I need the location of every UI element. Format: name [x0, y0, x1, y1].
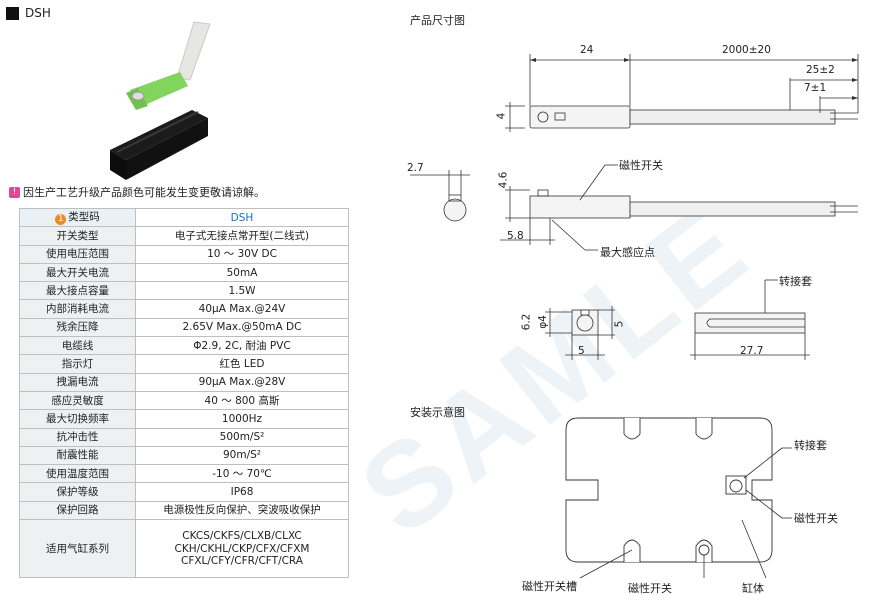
product-photo — [110, 21, 211, 180]
spec-value: 50mA — [135, 262, 349, 283]
cylinder-line: CKH/CKHL/CKP/CFX/CFXM — [174, 542, 310, 555]
spec-value: Φ2.9, 2C, 耐油 PVC — [135, 336, 349, 356]
number-badge: 1 — [55, 213, 67, 225]
pink-notice-icon: ! — [9, 186, 20, 198]
label-adapter-sleeve: 转接套 — [779, 275, 812, 288]
spec-label: 适用气缸系列 — [19, 519, 136, 579]
table-row: 保护回路电源极性反向保护、突波吸收保护 — [19, 500, 349, 521]
dim-24: 24 — [580, 44, 594, 56]
dim-5-8: 5.8 — [507, 230, 524, 242]
notice-text: 因生产工艺升级产品颜色可能发生变更敬请谅解。 — [23, 186, 265, 199]
spec-label: 保护等级 — [19, 482, 136, 502]
spec-label: 使用电压范围 — [19, 244, 136, 264]
spec-value: 1.5W — [135, 281, 349, 301]
table-row: 使用温度范围-10 ～ 70℃ — [19, 464, 349, 484]
table-row: 适用气缸系列 CKCS/CKFS/CLXB/CLXC CKH/CKHL/CKP/… — [19, 519, 349, 579]
install-label-cylinder-body: 缸体 — [742, 582, 764, 595]
spec-value: 90μA Max.@28V — [135, 372, 349, 392]
install-label-magnetic-switch-bottom: 磁性开关 — [628, 582, 672, 595]
dim-4-6: 4.6 — [497, 171, 510, 189]
spec-value: 10 ～ 30V DC — [135, 244, 349, 264]
spec-value: 红色 LED — [135, 354, 349, 374]
install-label-magnetic-switch-right: 磁性开关 — [794, 512, 838, 525]
spec-value: DSH — [135, 207, 349, 228]
install-label-adapter-sleeve: 转接套 — [794, 439, 827, 452]
section-header: DSH — [6, 6, 51, 20]
spec-label: 抗冲击性 — [19, 427, 136, 447]
spec-label: 保护回路 — [19, 500, 136, 521]
spec-label: 电缆线 — [19, 336, 136, 356]
header-square-icon — [6, 6, 19, 20]
spec-value: 电源极性反向保护、突波吸收保护 — [135, 500, 349, 521]
cylinder-line: CFXL/CFY/CFR/CFT/CRA — [180, 554, 303, 567]
install-label-switch-groove: 磁性开关槽 — [522, 580, 577, 593]
spec-label: 最大开关电流 — [19, 262, 136, 283]
dimension-drawing-title: 产品尺寸图 — [410, 14, 465, 27]
dimension-drawing — [410, 54, 859, 360]
label-magnetic-switch: 磁性开关 — [619, 159, 663, 172]
table-row: 指示灯红色 LED — [19, 354, 349, 374]
spec-value: CKCS/CKFS/CLXB/CLXC CKH/CKHL/CKP/CFX/CFX… — [135, 519, 349, 579]
dim-5-right: 5 — [613, 320, 626, 328]
spec-label: 拽漏电流 — [19, 372, 136, 392]
spec-label: 最大接点容量 — [19, 281, 136, 301]
label-max-sensing-point: 最大感应点 — [600, 246, 655, 259]
spec-label: 最大切换频率 — [19, 409, 136, 429]
spec-label: 耐震性能 — [19, 445, 136, 466]
spec-value: 1000Hz — [135, 409, 349, 429]
dim-7: 7±1 — [804, 82, 827, 94]
dim-5-bottom: 5 — [578, 345, 585, 357]
spec-value: 电子式无接点常开型(二线式) — [135, 226, 349, 246]
spec-label: 残余压降 — [19, 317, 136, 338]
spec-value: 90m/S² — [135, 445, 349, 466]
spec-label: 内部消耗电流 — [19, 299, 136, 319]
cylinder-line: CKCS/CKFS/CLXB/CLXC — [182, 530, 302, 543]
spec-value: 500m/S² — [135, 427, 349, 447]
spec-label: 感应灵敏度 — [19, 390, 136, 411]
spec-value: 2.65V Max.@50mA DC — [135, 317, 349, 338]
spec-value: IP68 — [135, 482, 349, 502]
dim-phi4: φ4 — [536, 315, 549, 329]
dim-6-2: 6.2 — [520, 313, 533, 331]
dim-2-7: 2.7 — [407, 162, 424, 174]
install-drawing-title: 安装示意图 — [410, 406, 465, 419]
dim-25: 25±2 — [806, 64, 835, 76]
type-code-label: 类型码 — [68, 210, 100, 223]
model-title: DSH — [25, 6, 51, 20]
spec-value: -10 ～ 70℃ — [135, 464, 349, 484]
spec-label: 开关类型 — [19, 226, 136, 246]
dim-27-7: 27.7 — [740, 345, 764, 357]
spec-value: 40μA Max.@24V — [135, 299, 349, 319]
table-row: 开关类型电子式无接点常开型(二线式) — [19, 226, 349, 246]
spec-label: 指示灯 — [19, 354, 136, 374]
dim-4: 4 — [495, 112, 508, 120]
spec-label: 使用温度范围 — [19, 464, 136, 484]
spec-value: 40 ～ 800 高斯 — [135, 390, 349, 411]
color-change-notice: ! 因生产工艺升级产品颜色可能发生变更敬请谅解。 — [9, 184, 265, 200]
dim-2000: 2000±20 — [722, 44, 771, 56]
install-drawing — [565, 417, 792, 579]
